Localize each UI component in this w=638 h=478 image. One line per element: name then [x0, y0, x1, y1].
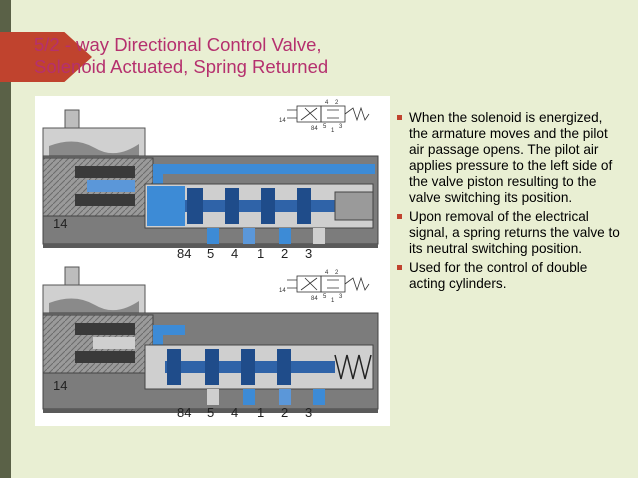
- top-symbol-1: 1: [331, 128, 335, 134]
- bottom-port-2: 2: [281, 405, 288, 420]
- bottom-symbol-3: 3: [339, 294, 343, 300]
- top-port-2: 2: [281, 246, 288, 261]
- left-accent-bar: [0, 0, 11, 478]
- top-port-4: 4: [231, 246, 238, 261]
- top-valve-section-view: [42, 109, 379, 248]
- top-symbol-3: 3: [339, 124, 343, 130]
- top-port-label-14: 14: [53, 216, 67, 231]
- bottom-port-3: 3: [305, 405, 312, 420]
- bottom-symbol-5: 5: [323, 294, 327, 300]
- top-solenoid-pin: [64, 109, 80, 129]
- bottom-port-84: 84: [177, 405, 191, 420]
- top-port-3: 3: [305, 246, 312, 261]
- top-port-1: 1: [257, 246, 264, 261]
- bottom-symbol-14: 14: [279, 288, 286, 294]
- bullet-list: When the solenoid is energized, the arma…: [397, 110, 623, 295]
- bullet-item-usage: Used for the control of double acting cy…: [397, 260, 623, 292]
- bottom-port-numbers: 84 5 4 1 2 3: [177, 405, 312, 420]
- top-spool: [185, 200, 335, 212]
- valve-diagram-figure: 14 84 5 4 1 2 3 14 84 4 2 5 1 3: [35, 96, 390, 426]
- top-port-numbers: 84 5 4 1 2 3: [177, 246, 312, 261]
- top-port-84: 84: [177, 246, 191, 261]
- top-pilot-channel: [153, 164, 375, 196]
- top-symbol-2: 2: [335, 100, 339, 106]
- bottom-symbol-84: 84: [311, 296, 318, 302]
- valve-diagrams: 14 84 5 4 1 2 3 14 84 4 2 5 1 3: [42, 100, 379, 420]
- slide-title: 5/2 - way Directional Control Valve, Sol…: [34, 34, 328, 78]
- bottom-port-4: 4: [231, 405, 238, 420]
- bottom-symbol-4: 4: [325, 270, 329, 276]
- top-symbol-5: 5: [323, 124, 327, 130]
- bottom-port-label-14: 14: [53, 378, 67, 393]
- top-port-5: 5: [207, 246, 214, 261]
- bottom-symbol-1: 1: [331, 298, 335, 304]
- bottom-port-1: 1: [257, 405, 264, 420]
- top-valve-symbol: [287, 105, 370, 123]
- top-symbol-84: 84: [311, 126, 318, 132]
- bottom-symbol-2: 2: [335, 270, 339, 276]
- bullet-item-spring-return: Upon removal of the electrical signal, a…: [397, 209, 623, 257]
- bottom-port-5: 5: [207, 405, 214, 420]
- top-symbol-4: 4: [325, 100, 329, 106]
- bullet-item-solenoid: When the solenoid is energized, the arma…: [397, 110, 623, 206]
- bottom-valve-symbol: [287, 275, 370, 293]
- bottom-valve-section-view: [42, 266, 379, 413]
- top-symbol-14: 14: [279, 118, 286, 124]
- title-line-2: Solenoid Actuated, Spring Returned: [34, 56, 329, 77]
- bottom-return-spring: [334, 354, 372, 380]
- title-line-1: 5/2 - way Directional Control Valve,: [34, 34, 322, 55]
